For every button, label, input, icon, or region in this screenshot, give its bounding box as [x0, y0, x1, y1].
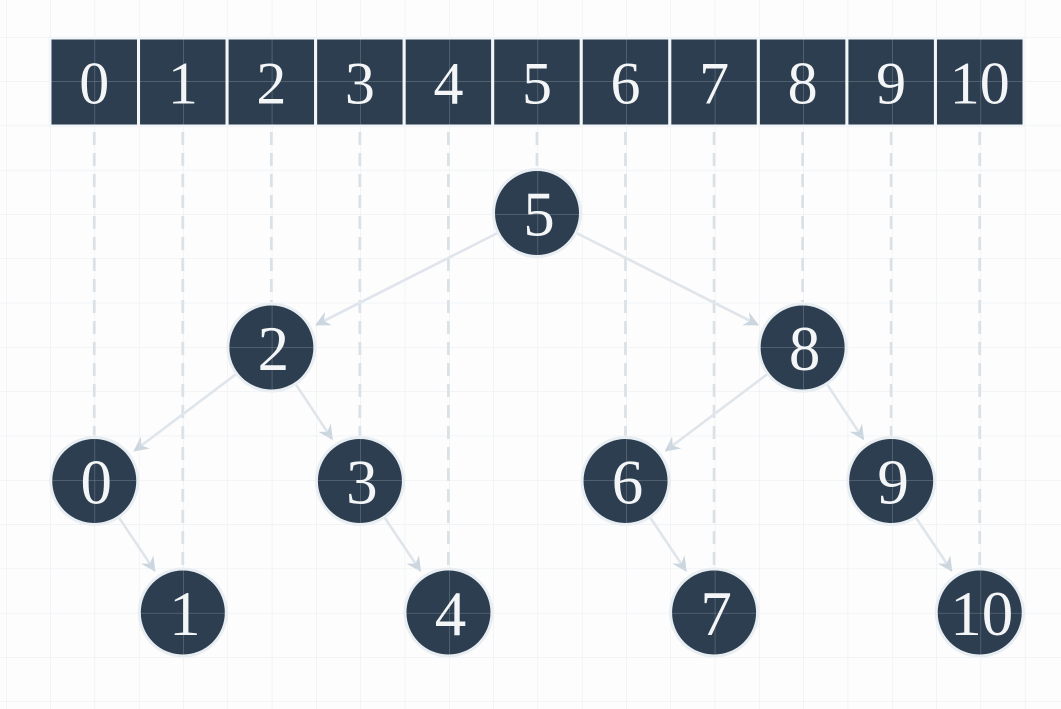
- array-cell: 4: [402, 36, 495, 128]
- array-cell: 3: [314, 36, 406, 128]
- tree-node-value: 10: [950, 579, 1013, 649]
- array-cell-value: 3: [345, 51, 375, 117]
- tree-node-value: 6: [612, 448, 644, 518]
- array-cell-value: 6: [611, 51, 641, 117]
- array-cell: 7: [668, 36, 760, 128]
- tree-node-value: 7: [700, 579, 732, 649]
- tree-node: 4: [403, 567, 494, 658]
- tree-node: 10: [934, 567, 1025, 658]
- tree-node: 5: [492, 168, 582, 258]
- array-cell: 9: [845, 36, 937, 128]
- array-cell-value: 2: [256, 51, 286, 117]
- array-cell: 1: [137, 36, 229, 128]
- array-cell: 2: [225, 36, 318, 128]
- tree-node: 7: [669, 567, 760, 658]
- array-cell-value: 8: [788, 51, 818, 117]
- tree-node-value: 5: [523, 180, 555, 250]
- tree-node-value: 0: [81, 448, 113, 518]
- tree-node-value: 3: [346, 448, 378, 518]
- array-cell: 6: [579, 36, 672, 128]
- array-cell-value: 0: [79, 51, 109, 117]
- array-cell: 8: [756, 36, 849, 128]
- tree-node-value: 1: [169, 579, 201, 649]
- array-cell: 10: [933, 36, 1026, 128]
- tree-node-value: 9: [877, 448, 909, 518]
- array-cell-value: 4: [433, 51, 463, 117]
- tree-node-value: 4: [435, 579, 467, 649]
- array-cell-value: 5: [522, 51, 552, 117]
- array-cell-value: 9: [876, 51, 906, 117]
- tree-node: 3: [314, 436, 405, 526]
- array-cell-value: 10: [950, 51, 1010, 117]
- array-cell-value: 7: [699, 51, 729, 117]
- tree-node: 8: [757, 302, 848, 393]
- array-cell: 0: [48, 36, 141, 128]
- tree-node: 0: [49, 436, 140, 526]
- tree-node: 6: [580, 436, 671, 526]
- tree-node: 9: [846, 436, 937, 526]
- tree-node: 2: [226, 302, 317, 393]
- tree-node: 1: [137, 567, 228, 658]
- tree-node-value: 8: [789, 314, 821, 384]
- array-cell: 5: [491, 36, 583, 128]
- array-cell-value: 1: [168, 51, 198, 117]
- tree-node-value: 2: [258, 314, 290, 384]
